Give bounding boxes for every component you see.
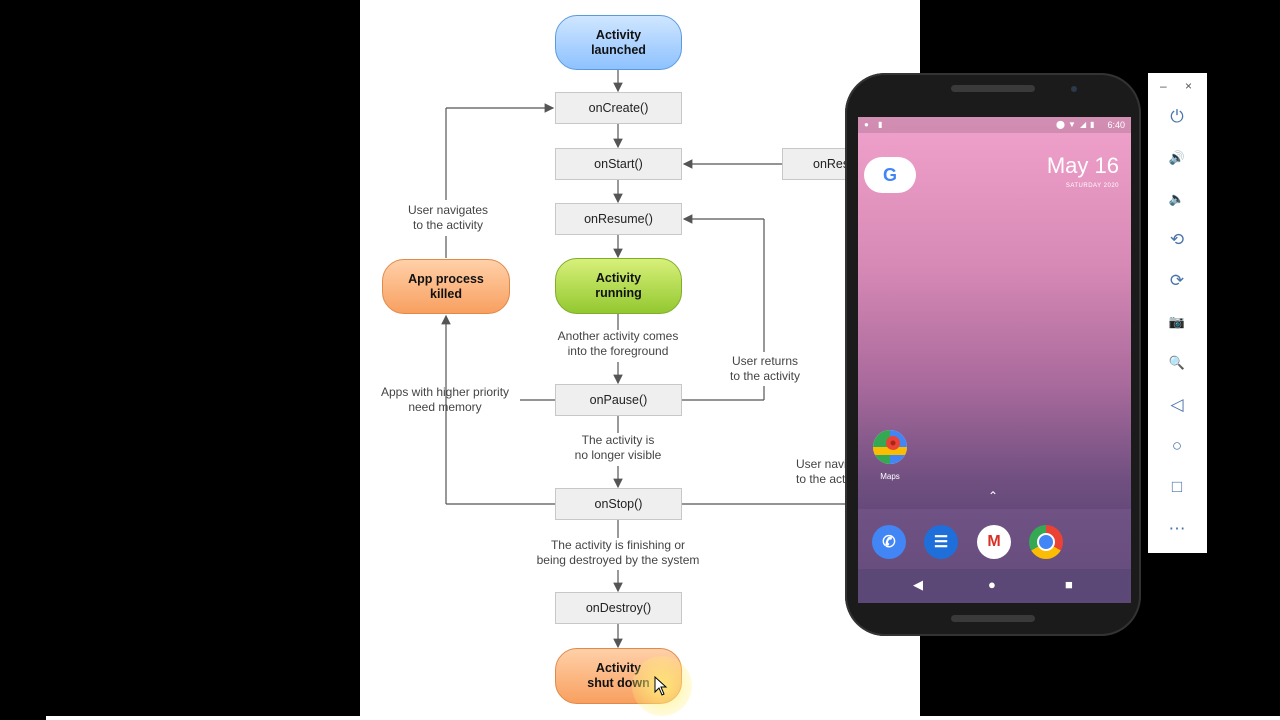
nav-home-icon[interactable]: ● xyxy=(988,577,996,592)
emulator-side-toolbar: – × ⏻ 🔊 🔈 ⟲ ⟳ 📷 🔍 ◁ ○ □ ⋯ xyxy=(1148,73,1207,553)
no-longer-visible-label: The activity is no longer visible xyxy=(574,433,662,462)
gmail-icon[interactable]: M xyxy=(977,525,1011,559)
status-time: 6:40 xyxy=(1107,120,1125,130)
rotate-left-icon: ⟲ xyxy=(1169,230,1185,249)
overview-button[interactable]: □ xyxy=(1166,476,1188,498)
app-process-killed-node: App process killed xyxy=(382,259,510,314)
bottom-speaker xyxy=(951,615,1035,622)
earpiece xyxy=(951,85,1035,92)
another-activity-label: Another activity comes into the foregrou… xyxy=(557,329,679,358)
date-widget[interactable]: May 16 xyxy=(1046,153,1119,178)
on-pause-node: onPause() xyxy=(555,384,682,416)
battery-icon: ▮ xyxy=(1090,120,1095,129)
dock: ✆ ☰ M xyxy=(858,509,1131,569)
activity-running-node: Activity running xyxy=(555,258,682,314)
nav-back-icon[interactable]: ◀ xyxy=(913,577,923,592)
maps-app[interactable]: Maps xyxy=(871,430,909,481)
close-button[interactable]: × xyxy=(1185,79,1193,93)
home-button[interactable]: ○ xyxy=(1166,435,1188,457)
phone-screen[interactable]: ● ▮ ⬤ ▼ ◢ ▮ 6:40 G May 16 SATURDAY 2020 … xyxy=(858,117,1131,603)
google-icon: G xyxy=(882,164,897,185)
back-button[interactable]: ◁ xyxy=(1166,394,1188,416)
rotate-left-button[interactable]: ⟲ xyxy=(1166,229,1188,251)
activity-launched-node: Activity launched xyxy=(555,15,682,70)
zoom-icon: 🔍 xyxy=(1168,355,1186,370)
power-button[interactable]: ⏻ xyxy=(1166,106,1188,128)
on-resume-node: onResume() xyxy=(555,203,682,235)
messages-icon[interactable]: ☰ xyxy=(924,525,958,559)
overview-icon: □ xyxy=(1171,477,1183,496)
minimize-button[interactable]: – xyxy=(1160,79,1167,93)
finishing-label: The activity is finishing or being destr… xyxy=(536,538,700,567)
activity-lifecycle-diagram: Activity launched onCreate() onStart() o… xyxy=(360,0,920,720)
notification-icon: ● xyxy=(864,120,869,129)
nav-bar: ◀ ● ■ xyxy=(858,569,1131,603)
maps-icon xyxy=(873,430,907,464)
maps-label: Maps xyxy=(880,472,900,481)
app-drawer-arrow-icon[interactable]: ⌃ xyxy=(988,489,999,503)
on-stop-node: onStop() xyxy=(555,488,682,520)
more-button[interactable]: ⋯ xyxy=(1166,518,1188,540)
android-emulator-device: ● ▮ ⬤ ▼ ◢ ▮ 6:40 G May 16 SATURDAY 2020 … xyxy=(845,73,1141,636)
status-bar: ● ▮ ⬤ ▼ ◢ ▮ 6:40 xyxy=(858,117,1131,133)
volume-up-icon: 🔊 xyxy=(1168,150,1186,165)
screenshot-button[interactable]: 📷 xyxy=(1166,311,1188,333)
front-camera xyxy=(1071,86,1077,92)
volume-down-button[interactable]: 🔈 xyxy=(1166,188,1188,210)
on-destroy-node: onDestroy() xyxy=(555,592,682,624)
power-icon: ⏻ xyxy=(1170,107,1184,126)
google-search-widget[interactable]: G xyxy=(864,157,916,193)
apps-higher-priority-label: Apps with higher priority need memory xyxy=(380,385,510,414)
wifi-icon: ▼ xyxy=(1068,120,1076,129)
home-icon: ○ xyxy=(1171,436,1183,455)
signal-icon: ◢ xyxy=(1080,120,1087,129)
on-create-node: onCreate() xyxy=(555,92,682,124)
bottom-strip xyxy=(46,716,1280,720)
mouse-cursor-icon xyxy=(654,676,668,696)
volume-down-icon: 🔈 xyxy=(1168,191,1186,206)
rotate-right-icon: ⟳ xyxy=(1169,271,1185,290)
phone-icon[interactable]: ✆ xyxy=(872,525,906,559)
volume-up-button[interactable]: 🔊 xyxy=(1166,147,1188,169)
more-icon: ⋯ xyxy=(1168,519,1186,538)
rotate-right-button[interactable]: ⟳ xyxy=(1166,270,1188,292)
zoom-button[interactable]: 🔍 xyxy=(1166,352,1188,374)
chrome-icon[interactable] xyxy=(1029,525,1063,559)
camera-icon: 📷 xyxy=(1168,314,1186,329)
sd-card-icon: ▮ xyxy=(878,120,883,129)
user-returns-label: User returns to the activity xyxy=(729,354,801,383)
on-start-node: onStart() xyxy=(555,148,682,180)
back-icon: ◁ xyxy=(1170,395,1184,414)
day-text: SATURDAY 2020 xyxy=(1065,183,1119,189)
location-icon: ⬤ xyxy=(1056,120,1065,129)
user-navigates-label: User navigates to the activity xyxy=(407,203,489,232)
nav-recents-icon[interactable]: ■ xyxy=(1065,577,1073,592)
